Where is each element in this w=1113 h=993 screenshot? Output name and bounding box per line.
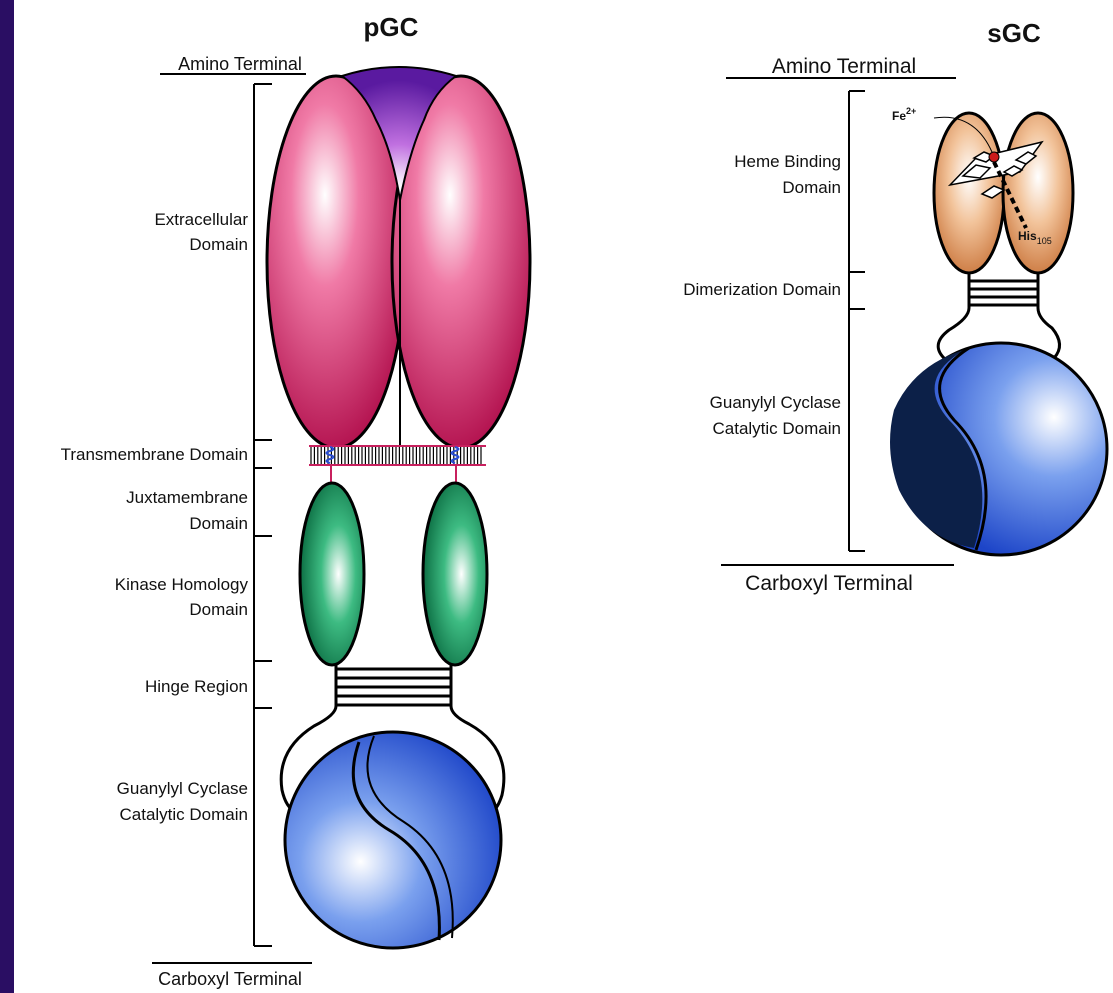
pgc-juxtamembrane-label-2: Domain	[189, 514, 248, 533]
sgc-carboxyl-terminal-label: Carboxyl Terminal	[745, 572, 913, 595]
sgc-title: sGC	[987, 18, 1041, 48]
sgc-amino-terminal-label: Amino Terminal	[772, 55, 916, 78]
pgc-catalytic-label-2: Catalytic Domain	[120, 805, 249, 824]
pgc-transmembrane-label: Transmembrane Domain	[61, 445, 248, 464]
sgc-catalytic-label-1: Guanylyl Cyclase	[710, 393, 841, 412]
pgc-title: pGC	[364, 12, 419, 42]
guanylyl-cyclase-diagram: pGC Amino Terminal	[14, 0, 1113, 993]
sgc-iron-label: Fe2+	[892, 106, 916, 123]
pgc-catalytic-domain	[285, 732, 501, 948]
diagram-canvas: pGC Amino Terminal	[14, 0, 1113, 993]
sgc-domain-bracket	[849, 91, 865, 551]
sgc-heme-label-1: Heme Binding	[734, 152, 841, 171]
pgc-extracellular-label-1: Extracellular	[154, 210, 248, 229]
pgc-catalytic-label-1: Guanylyl Cyclase	[117, 779, 248, 798]
sgc-heme-binding-domain	[934, 113, 1073, 273]
sgc-catalytic-label-2: Catalytic Domain	[713, 419, 842, 438]
pgc-kinase-homology-domain	[300, 483, 487, 665]
pgc-juxtamembrane-label-1: Juxtamembrane	[126, 488, 248, 507]
sgc-heme-label-2: Domain	[782, 178, 841, 197]
sgc-iron-atom	[989, 152, 999, 162]
pgc-hinge-label: Hinge Region	[145, 677, 248, 696]
pgc-carboxyl-terminal-label: Carboxyl Terminal	[158, 969, 302, 989]
sgc-catalytic-domain	[890, 343, 1107, 555]
pgc-amino-terminal-label: Amino Terminal	[178, 54, 302, 74]
sgc-dimerization-label: Dimerization Domain	[683, 280, 841, 299]
pgc-kinase-label-2: Domain	[189, 600, 248, 619]
pgc-transmembrane-strip	[309, 445, 486, 466]
pgc-kinase-label-1: Kinase Homology	[115, 575, 249, 594]
pgc-extracellular-label-2: Domain	[189, 235, 248, 254]
